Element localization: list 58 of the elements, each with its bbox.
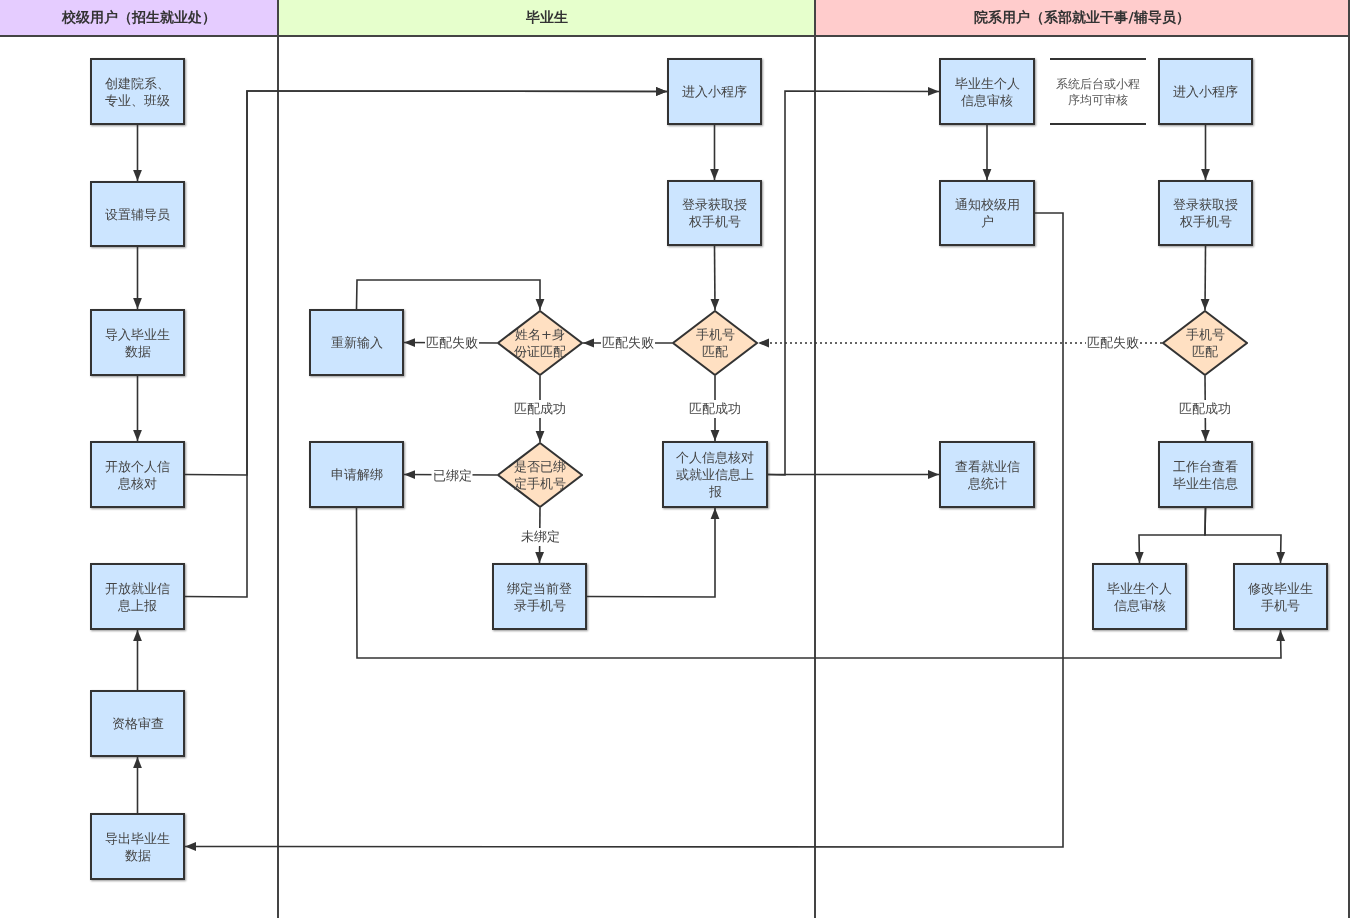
arrow bbox=[133, 629, 142, 691]
annotation: 系统后台或小程序均可审核 bbox=[1050, 58, 1146, 125]
lane-header: 校级用户（招生就业处） bbox=[0, 0, 277, 37]
decision-diamond: 姓名+身份证匹配 bbox=[497, 310, 583, 376]
arrow bbox=[982, 124, 992, 181]
process-box: 毕业生个人信息审核 bbox=[939, 58, 1035, 125]
arrow bbox=[184, 212, 1064, 851]
process-box: 进入小程序 bbox=[1158, 58, 1253, 125]
edge-label: 匹配失败 bbox=[425, 334, 479, 352]
edge-label: 匹配成功 bbox=[513, 400, 567, 418]
swimlane bbox=[0, 0, 279, 918]
process-box: 登录获取授权手机号 bbox=[667, 180, 762, 246]
process-box: 毕业生个人信息审核 bbox=[1092, 563, 1187, 630]
edge-label: 已绑定 bbox=[431, 467, 473, 485]
edge-label: 匹配成功 bbox=[688, 400, 742, 418]
arrow bbox=[710, 245, 720, 311]
process-box: 资格审查 bbox=[90, 690, 185, 757]
process-box: 通知校级用户 bbox=[939, 180, 1035, 246]
arrow bbox=[355, 507, 1286, 659]
process-box: 个人信息核对或就业信息上报 bbox=[662, 441, 768, 508]
edge-label: 未绑定 bbox=[519, 528, 561, 546]
process-box: 修改毕业生手机号 bbox=[1233, 563, 1328, 630]
process-box: 导入毕业生数据 bbox=[90, 309, 185, 376]
arrow bbox=[1204, 507, 1286, 564]
arrow bbox=[1200, 245, 1210, 311]
process-box: 绑定当前登录手机号 bbox=[492, 563, 587, 630]
arrow bbox=[133, 124, 142, 182]
arrow bbox=[133, 375, 142, 442]
arrow bbox=[586, 507, 720, 598]
process-box: 创建院系、专业、班级 bbox=[90, 58, 185, 125]
process-box: 进入小程序 bbox=[667, 58, 762, 125]
arrow bbox=[133, 756, 142, 814]
edge-label: 匹配失败 bbox=[1086, 334, 1140, 352]
process-box: 工作台查看毕业生信息 bbox=[1158, 441, 1253, 508]
edge-label: 匹配成功 bbox=[1178, 400, 1232, 418]
arrow bbox=[1201, 124, 1210, 181]
arrow bbox=[133, 246, 142, 310]
process-box: 导出毕业生数据 bbox=[90, 813, 185, 880]
process-box: 重新输入 bbox=[309, 309, 404, 376]
arrow bbox=[355, 279, 545, 311]
process-box: 开放个人信息核对 bbox=[90, 441, 185, 508]
arrow bbox=[757, 338, 1163, 348]
decision-diamond: 是否已绑定手机号 bbox=[497, 442, 583, 508]
process-box: 查看就业信息统计 bbox=[939, 441, 1035, 508]
lane-header: 院系用户（系部就业干事/辅导员） bbox=[816, 0, 1348, 37]
decision-diamond: 手机号匹配 bbox=[672, 310, 758, 376]
process-box: 登录获取授权手机号 bbox=[1158, 180, 1253, 246]
swimlane bbox=[279, 0, 816, 918]
arrow bbox=[767, 470, 940, 479]
edge-label: 匹配失败 bbox=[601, 334, 655, 352]
lane-header: 毕业生 bbox=[279, 0, 814, 37]
swimlane bbox=[816, 0, 1350, 918]
arrow bbox=[710, 124, 719, 181]
process-box: 开放就业信息上报 bbox=[90, 563, 185, 630]
process-box: 申请解绑 bbox=[309, 441, 404, 508]
process-box: 设置辅导员 bbox=[90, 181, 185, 247]
arrow bbox=[184, 87, 668, 598]
decision-diamond: 手机号匹配 bbox=[1162, 310, 1248, 376]
